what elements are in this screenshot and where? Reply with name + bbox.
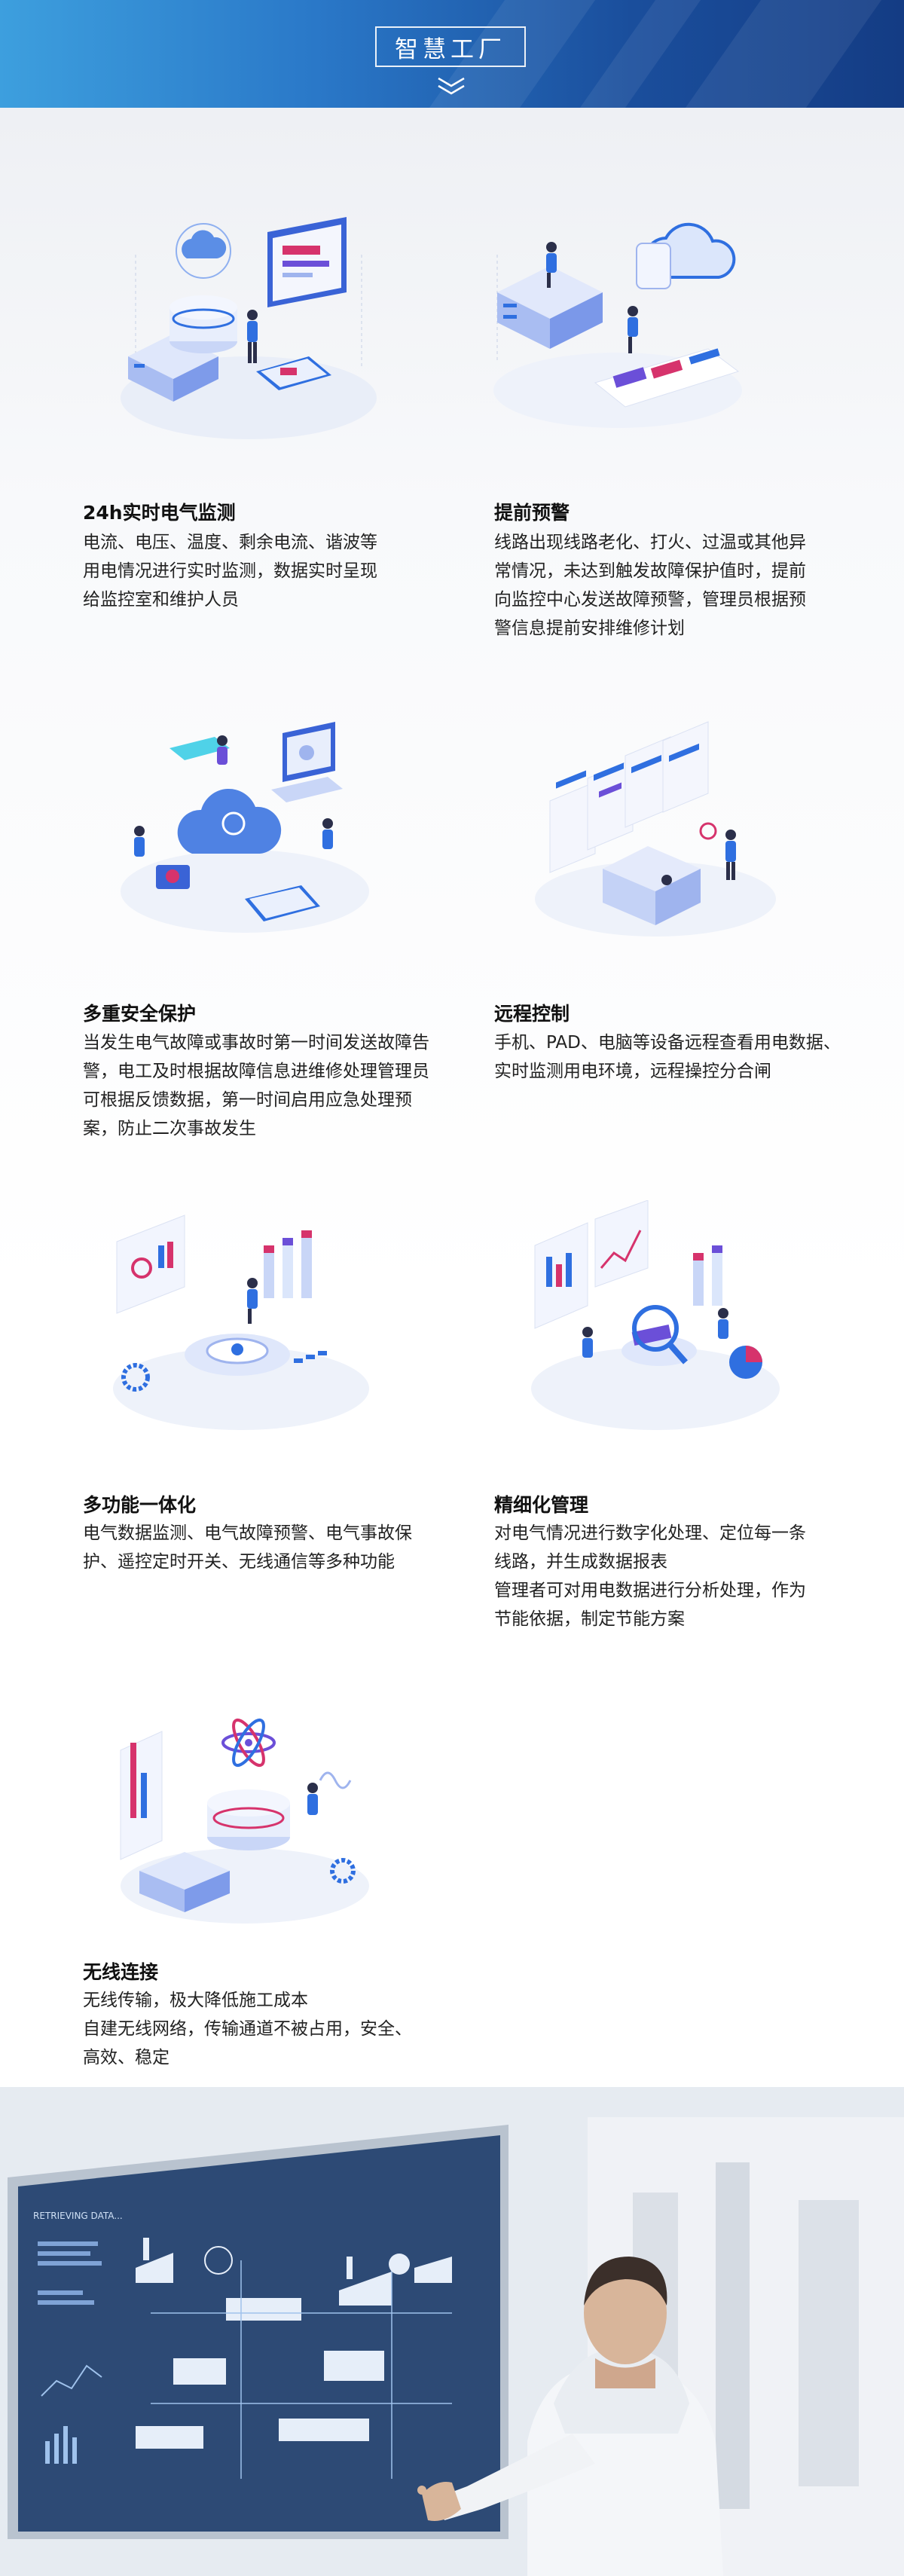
description-line: 当发生电气故障或事故时第一时间发送故障告 [83,1033,429,1053]
feature-description: 手机、PAD、电脑等设备远程查看用电数据、 实时监测用电环境，远程操控分合闸 [494,1028,886,1086]
monitoring-illustration [121,217,377,439]
feature-description: 线路出现线路老化、打火、过温或其他异 常情况，未达到触发故障保护值时，提前 向监… [494,528,886,643]
feature-title: 多重安全保护 [83,1003,197,1025]
description-line: 电气数据监测、电气故障预警、电气事故保 [83,1523,412,1543]
feature-description: 电流、电压、温度、剩余电流、谐波等 用电情况进行实时监测，数据实时呈现 给监控室… [83,528,475,614]
description-line: 高效、稳定 [83,2048,170,2067]
description-line: 无线传输，极大降低施工成本 [83,1991,308,2010]
factory-photo: RETRIEVING DATA... [0,2087,904,2576]
description-line: 可根据反馈数据，第一时间启用应急处理预 [83,1090,412,1110]
page-title: 智慧工厂 [395,35,506,63]
feature-title: 无线连接 [83,1961,159,1983]
description-line: 警，电工及时根据故障信息进维修处理管理员 [83,1062,429,1081]
description-line: 手机、PAD、电脑等设备远程查看用电数据、 [494,1033,841,1053]
wireless-illustration [120,1718,369,1924]
screen-heading: RETRIEVING DATA... [33,2211,123,2221]
description-line: 对电气情况进行数字化处理、定位每一条 [494,1523,806,1543]
feature-description: 对电气情况进行数字化处理、定位每一条 线路，并生成数据报表 管理者可对用电数据进… [494,1519,886,1633]
page-header: 智慧工厂 [0,0,904,108]
fine-management-illustration [531,1200,780,1430]
feature-title: 远程控制 [494,1003,570,1025]
feature-section: 24h实时电气监测 电流、电压、温度、剩余电流、谐波等 用电情况进行实时监测，数… [0,108,904,2087]
description-line: 线路出现线路老化、打火、过温或其他异 [494,533,806,552]
header-stripe [685,0,882,108]
feature-description: 当发生电气故障或事故时第一时间发送故障告 警，电工及时根据故障信息进维修处理管理… [83,1028,475,1143]
feature-title: 提前预警 [494,502,570,524]
description-line: 案，防止二次事故发生 [83,1119,256,1138]
header-stripe [579,0,701,108]
double-chevron-down-icon [438,77,465,95]
touchscreen-scene: RETRIEVING DATA... [0,2087,904,2576]
remote-control-illustration [535,721,776,937]
feature-title: 24h实时电气监测 [83,502,236,524]
title-box: 智慧工厂 [375,26,526,67]
description-line: 护、遥控定时开关、无线通信等多种功能 [83,1552,395,1572]
safety-protection-illustration [121,722,369,933]
description-line: 警信息提前安排维修计划 [494,619,685,638]
description-line: 用电情况进行实时监测，数据实时呈现 [83,561,377,581]
feature-title: 精细化管理 [494,1494,589,1516]
multifunction-illustration [113,1215,369,1430]
feature-description: 无线传输，极大降低施工成本 自建无线网络，传输通道不被占用，安全、 高效、稳定 [83,1986,475,2072]
feature-title: 多功能一体化 [83,1494,197,1516]
description-line: 电流、电压、温度、剩余电流、谐波等 [83,533,377,552]
description-line: 节能依据，制定节能方案 [494,1609,685,1629]
description-line: 常情况，未达到触发故障保护值时，提前 [494,561,806,581]
description-line: 向监控中心发送故障预警，管理员根据预 [494,590,806,610]
description-line: 给监控室和维护人员 [83,590,239,610]
feature-description: 电气数据监测、电气故障预警、电气事故保 护、遥控定时开关、无线通信等多种功能 [83,1519,475,1576]
description-line: 线路，并生成数据报表 [494,1552,667,1572]
description-line: 管理者可对用电数据进行分析处理，作为 [494,1581,806,1600]
early-warning-illustration [493,222,742,428]
description-line: 实时监测用电环境，远程操控分合闸 [494,1062,771,1081]
description-line: 自建无线网络，传输通道不被占用，安全、 [83,2019,412,2039]
